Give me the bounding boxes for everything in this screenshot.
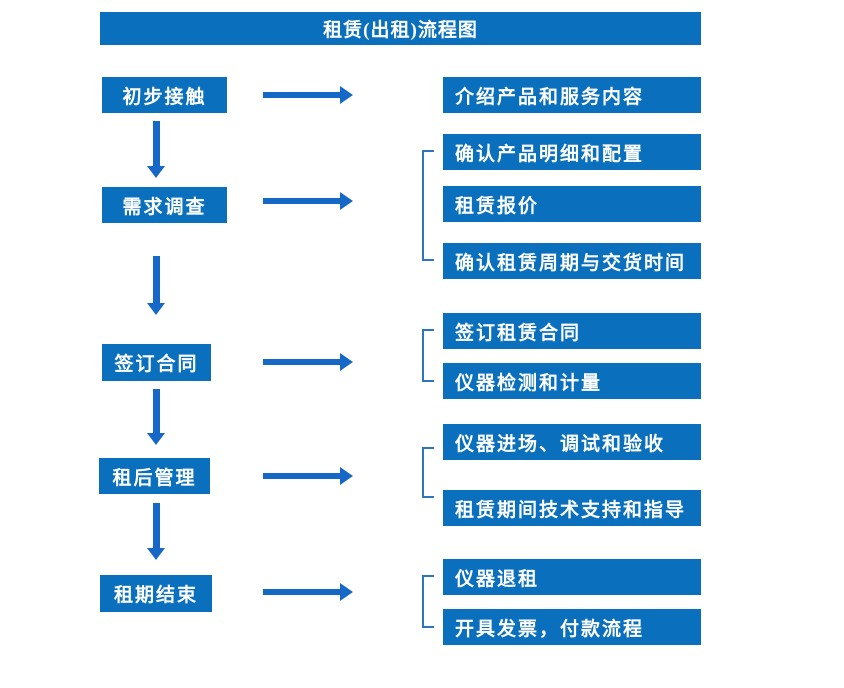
arrow-right-icon (263, 353, 353, 371)
group-bracket-icon (422, 575, 434, 628)
detail-confirm-period-delivery: 确认租赁周期与交货时间 (443, 243, 701, 279)
arrow-down-icon (147, 389, 165, 445)
arrow-right-icon (263, 86, 353, 104)
step-sign-contract: 签订合同 (102, 344, 211, 381)
detail-introduce-products: 介绍产品和服务内容 (443, 77, 701, 113)
arrow-down-icon (147, 503, 165, 560)
arrow-right-icon (263, 192, 353, 210)
arrow-right-icon (263, 467, 353, 485)
arrow-down-icon (147, 256, 165, 315)
detail-sign-rental-contract: 签订租赁合同 (443, 313, 701, 349)
detail-instrument-setup-acceptance: 仪器进场、调试和验收 (443, 424, 701, 460)
detail-confirm-product-config: 确认产品明细和配置 (443, 134, 701, 170)
group-bracket-icon (422, 447, 434, 498)
step-rental-end: 租期结束 (100, 575, 212, 612)
group-bracket-icon (422, 150, 434, 261)
step-demand-survey: 需求调查 (102, 187, 227, 223)
detail-instrument-test: 仪器检测和计量 (443, 363, 701, 399)
detail-tech-support: 租赁期间技术支持和指导 (443, 490, 701, 526)
step-initial-contact: 初步接触 (102, 77, 227, 113)
detail-invoice-payment: 开具发票，付款流程 (443, 609, 701, 645)
step-post-rental-management: 租后管理 (99, 458, 210, 494)
detail-rental-quote: 租赁报价 (443, 186, 701, 222)
arrow-right-icon (263, 583, 353, 601)
arrow-down-icon (147, 121, 165, 178)
flowchart-title: 租赁(出租)流程图 (100, 12, 701, 45)
group-bracket-icon (422, 329, 434, 382)
detail-instrument-return: 仪器退租 (443, 559, 701, 595)
